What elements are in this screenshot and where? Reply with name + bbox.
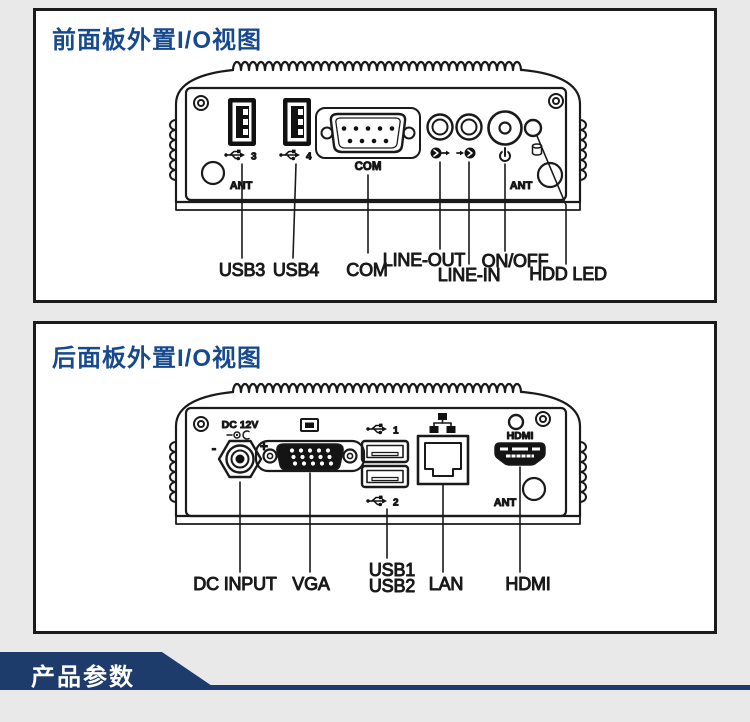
- label-usb3: USB3: [219, 260, 265, 280]
- com-port-mark: COM: [355, 161, 382, 173]
- usb3-port: [228, 98, 256, 146]
- left-fin-wave: [169, 119, 177, 181]
- label-usb4: USB4: [273, 260, 319, 280]
- label-on-off: ON/OFF: [482, 251, 549, 271]
- label-hdmi: HDMI: [505, 574, 550, 594]
- ant-hole-icon: [521, 476, 547, 502]
- lan-port: [416, 434, 470, 486]
- ant-hole-right: [536, 161, 564, 189]
- com-port: [315, 107, 421, 159]
- label-line-in: LINE-IN: [438, 265, 501, 285]
- leader-lines: [239, 466, 521, 573]
- section-banner: 产品参数: [0, 652, 750, 691]
- ant-mark: ANT: [494, 497, 517, 509]
- vga-port: [254, 439, 366, 473]
- usb4-port: [283, 98, 311, 146]
- bottom-band: [175, 515, 581, 525]
- label-hdd-led: HDD LED: [529, 264, 607, 284]
- usb3-number: 3: [251, 152, 257, 163]
- usb2-number: 2: [393, 498, 399, 509]
- rear-chassis-outline: [169, 382, 587, 525]
- screw-hole-left-icon: [193, 95, 209, 111]
- ant-right-mark: ANT: [510, 180, 533, 192]
- leader-lines: [241, 135, 567, 265]
- front-faceplate: [184, 86, 568, 202]
- front-panel-drawing: 3 4 COM: [169, 60, 608, 286]
- usb1-number: 1: [393, 426, 399, 437]
- ant-hole-left: [200, 160, 226, 186]
- hdmi-port-mark: HDMI: [507, 430, 534, 442]
- ant-left-mark: ANT: [230, 180, 253, 192]
- ant-ring-top-icon: [507, 413, 525, 431]
- label-line-out: LINE-OUT: [383, 250, 466, 270]
- label-dc-input: DC INPUT: [193, 574, 277, 594]
- hdd-led: [523, 118, 543, 138]
- monitor-icon: [300, 418, 319, 432]
- dc-minus-mark: -: [212, 440, 217, 456]
- network-icon: [429, 413, 456, 433]
- right-fin-wave: [579, 441, 587, 503]
- label-usb1: USB1: [369, 560, 415, 580]
- power-icon: [499, 147, 511, 162]
- dc-power-jack: [217, 439, 263, 479]
- rear-panel-title: 后面板外置I/O视图: [52, 345, 263, 372]
- label-usb2: USB2: [369, 576, 415, 596]
- line-in-jack: [455, 113, 483, 141]
- hdd-disk-icon: [531, 143, 543, 156]
- line-out-icon: [430, 147, 450, 159]
- dc-plus-mark: +: [260, 438, 268, 454]
- line-out-jack: [426, 113, 454, 141]
- dc-polarity-icon: [226, 430, 250, 440]
- usb3-icon: [223, 148, 246, 162]
- screw-hole-left-icon: [193, 416, 209, 432]
- dc-12v-mark: DC 12V: [222, 419, 259, 431]
- right-fin-wave: [579, 119, 587, 181]
- hdmi-port: [494, 442, 546, 466]
- rear-panel-drawing: DC 12V - +: [169, 382, 587, 597]
- screw-hole-right-icon: [548, 93, 564, 109]
- power-button: [487, 110, 523, 146]
- usb2-port: [360, 464, 410, 489]
- front-chassis-outline: [169, 60, 587, 211]
- front-panel-box: [33, 8, 717, 303]
- screw-hole-right-icon: [535, 411, 551, 427]
- label-vga: VGA: [292, 574, 330, 594]
- label-com: COM: [346, 260, 387, 280]
- section-banner-title: 产品参数: [31, 664, 135, 691]
- usb4-icon: [278, 148, 301, 162]
- front-panel-title: 前面板外置I/O视图: [52, 27, 263, 54]
- usb1-icon: [365, 422, 388, 436]
- usb4-number: 4: [306, 152, 312, 163]
- banner-underline: [200, 685, 750, 690]
- usb2-icon: [365, 494, 388, 508]
- usb1-port: [360, 439, 410, 464]
- label-lan: LAN: [429, 574, 463, 594]
- bottom-band: [175, 201, 581, 211]
- left-fin-wave: [169, 441, 177, 503]
- line-in-icon: [456, 147, 476, 159]
